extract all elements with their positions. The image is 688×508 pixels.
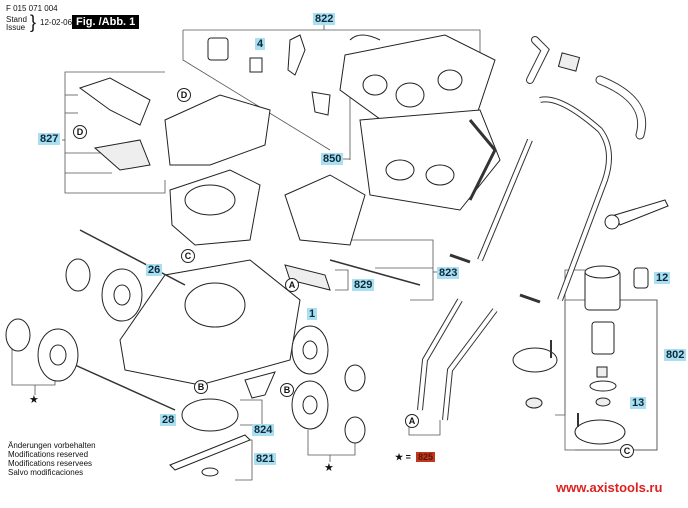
brace: } (30, 12, 37, 32)
hubcap-rear-lower (5, 318, 31, 352)
issue-label: Issue (6, 23, 26, 32)
bracket-827 (62, 71, 166, 194)
notes: Änderungen vorbehalten Modifications res… (8, 441, 96, 477)
part-label-824: 824 (252, 424, 275, 436)
hubcap-front-lower (344, 416, 366, 444)
part-label-12: 12 (654, 272, 671, 284)
part-label-825: 825 (416, 452, 436, 462)
issue-date: 12-02-06 (40, 18, 73, 27)
callout-a-rail: A (285, 278, 299, 292)
part-label-28: 28 (160, 414, 177, 426)
deflector (244, 371, 276, 399)
part-label-821: 821 (254, 453, 277, 465)
guide-rail (284, 264, 331, 291)
note-de: Änderungen vorbehalten (8, 441, 96, 450)
part-label-822: 822 (313, 13, 336, 25)
part-label-823: 823 (437, 267, 460, 279)
part-label-26: 26 (146, 264, 163, 276)
bracket-823 (345, 239, 434, 301)
callout-d-cover: D (73, 125, 87, 139)
grass-catcher-bottom (359, 109, 501, 211)
part-number: F 015 071 004 (6, 4, 58, 13)
bracket-829 (335, 269, 349, 291)
part-label-827: 827 (38, 133, 61, 145)
motor-cap (512, 347, 558, 373)
hubcap-rear-upper (65, 258, 91, 292)
callout-b-deck: B (194, 380, 208, 394)
rotor (591, 321, 615, 355)
handle-bracket (93, 139, 151, 171)
part-label-850: 850 (321, 153, 344, 165)
part-label-802: 802 (664, 349, 687, 361)
star-marker-right: ★ (324, 462, 334, 474)
part-label-4: 4 (255, 38, 266, 50)
hubcap-front-upper (344, 364, 366, 392)
part-label-13: 13 (630, 397, 647, 409)
note-en: Modifications reserved (8, 450, 89, 459)
figure-label: Fig. /Abb. 1 (72, 15, 140, 29)
watermark-link[interactable]: www.axistools.ru (556, 480, 663, 495)
motor-hood (164, 94, 271, 166)
wrench (614, 199, 669, 226)
small-bearing (525, 397, 543, 409)
bracket-822 (182, 24, 481, 151)
callout-c-flange: C (620, 444, 634, 458)
stand-label: Stand (6, 15, 27, 24)
star-legend: ★ = (395, 452, 411, 463)
note-fr: Modifications reservees (8, 459, 93, 468)
star-marker-left: ★ (29, 394, 39, 406)
motor-flange (574, 419, 626, 445)
bearing-plate (589, 380, 617, 392)
note-es: Salvo modificaciones (8, 468, 84, 477)
part-label-1: 1 (307, 308, 318, 320)
blade (169, 434, 251, 471)
callout-c-motor: C (181, 249, 195, 263)
legend-star: ★ (395, 452, 404, 462)
callout-d-hood: D (177, 88, 191, 102)
fan (181, 398, 239, 432)
rear-flap (284, 174, 366, 246)
bearing (595, 397, 611, 407)
spring (596, 366, 608, 378)
legend-equals: = (405, 452, 411, 462)
handle-cover (78, 77, 151, 126)
callout-b-wheel: B (280, 383, 294, 397)
carbon-brush (633, 267, 649, 289)
part-label-829: 829 (352, 279, 375, 291)
callout-a-handle: A (405, 414, 419, 428)
